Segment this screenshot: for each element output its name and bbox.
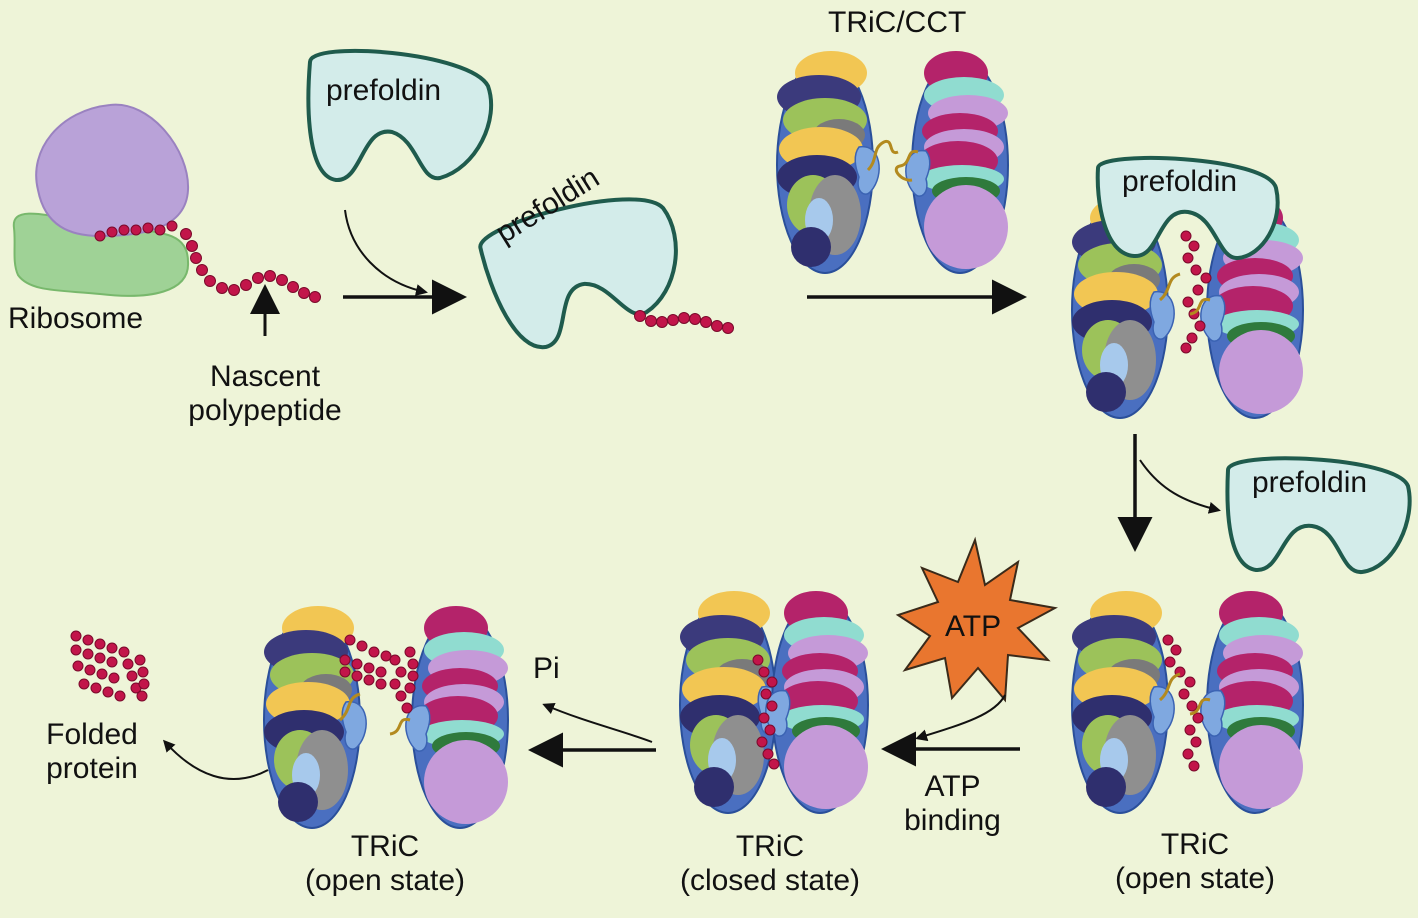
label-folded-line1: Folded: [46, 718, 138, 751]
label-tric-open-left-name: TRiC: [350, 830, 420, 863]
tric-cct-free-complex: [776, 50, 1009, 274]
tric-prefoldin-complex: [1071, 156, 1304, 419]
prefoldin-binding-curve-arrow: [344, 209, 428, 296]
release-folded-protein-arrow: [162, 739, 269, 780]
label-atp-burst: ATP: [945, 610, 1002, 643]
label-tric-open-right: TRiC (open state): [1090, 828, 1300, 895]
label-prefoldin-released: prefoldin: [1252, 466, 1368, 499]
label-tric-closed-name: TRiC: [735, 830, 805, 863]
label-nascent-line1: Nascent: [209, 360, 321, 393]
prefoldin-with-chain: [478, 197, 678, 349]
label-pi: Pi: [533, 652, 560, 685]
label-atp-binding-line1: ATP: [924, 770, 981, 803]
label-folded-protein: Folded protein: [22, 718, 162, 785]
label-atp-binding: ATP binding: [880, 770, 1025, 837]
pi-release-curve-arrow: [542, 702, 653, 743]
label-nascent-polypeptide: Nascent polypeptide: [150, 360, 380, 427]
label-tric-closed-state: (closed state): [679, 863, 861, 897]
atp-incoming-curve-arrow: [915, 694, 1006, 742]
ribosome-illustration: [12, 103, 190, 297]
label-nascent-line2: polypeptide: [188, 393, 342, 427]
prefoldin-release-curve-arrow: [1139, 459, 1221, 514]
label-tric-open-left-state: (open state): [304, 863, 466, 897]
tric-open-state-folded: [263, 605, 509, 829]
label-tric-closed: TRiC (closed state): [655, 830, 885, 897]
folded-protein-shape: [70, 630, 150, 702]
atp-burst-shape: [895, 536, 1058, 703]
label-tric-cct: TRiC/CCT: [828, 6, 967, 39]
label-atp-binding-line2: binding: [904, 803, 1001, 837]
label-folded-line2: protein: [46, 751, 138, 785]
nascent-polypeptide-chain: [94, 220, 321, 303]
label-ribosome: Ribosome: [8, 302, 144, 335]
label-tric-open-left: TRiC (open state): [280, 830, 490, 897]
label-tric-open-right-name: TRiC: [1160, 828, 1230, 861]
label-tric-open-right-state: (open state): [1114, 861, 1276, 895]
tric-closed-state: [679, 590, 869, 814]
label-prefoldin-free: prefoldin: [326, 74, 442, 107]
prefoldin-released-shape: [1225, 456, 1412, 574]
tric-open-state-loaded: [1071, 590, 1304, 814]
prefoldin-free-shape: [306, 48, 494, 183]
prefoldin-bound-chain: [634, 310, 734, 334]
label-prefoldin-loaded: prefoldin: [1122, 165, 1238, 198]
